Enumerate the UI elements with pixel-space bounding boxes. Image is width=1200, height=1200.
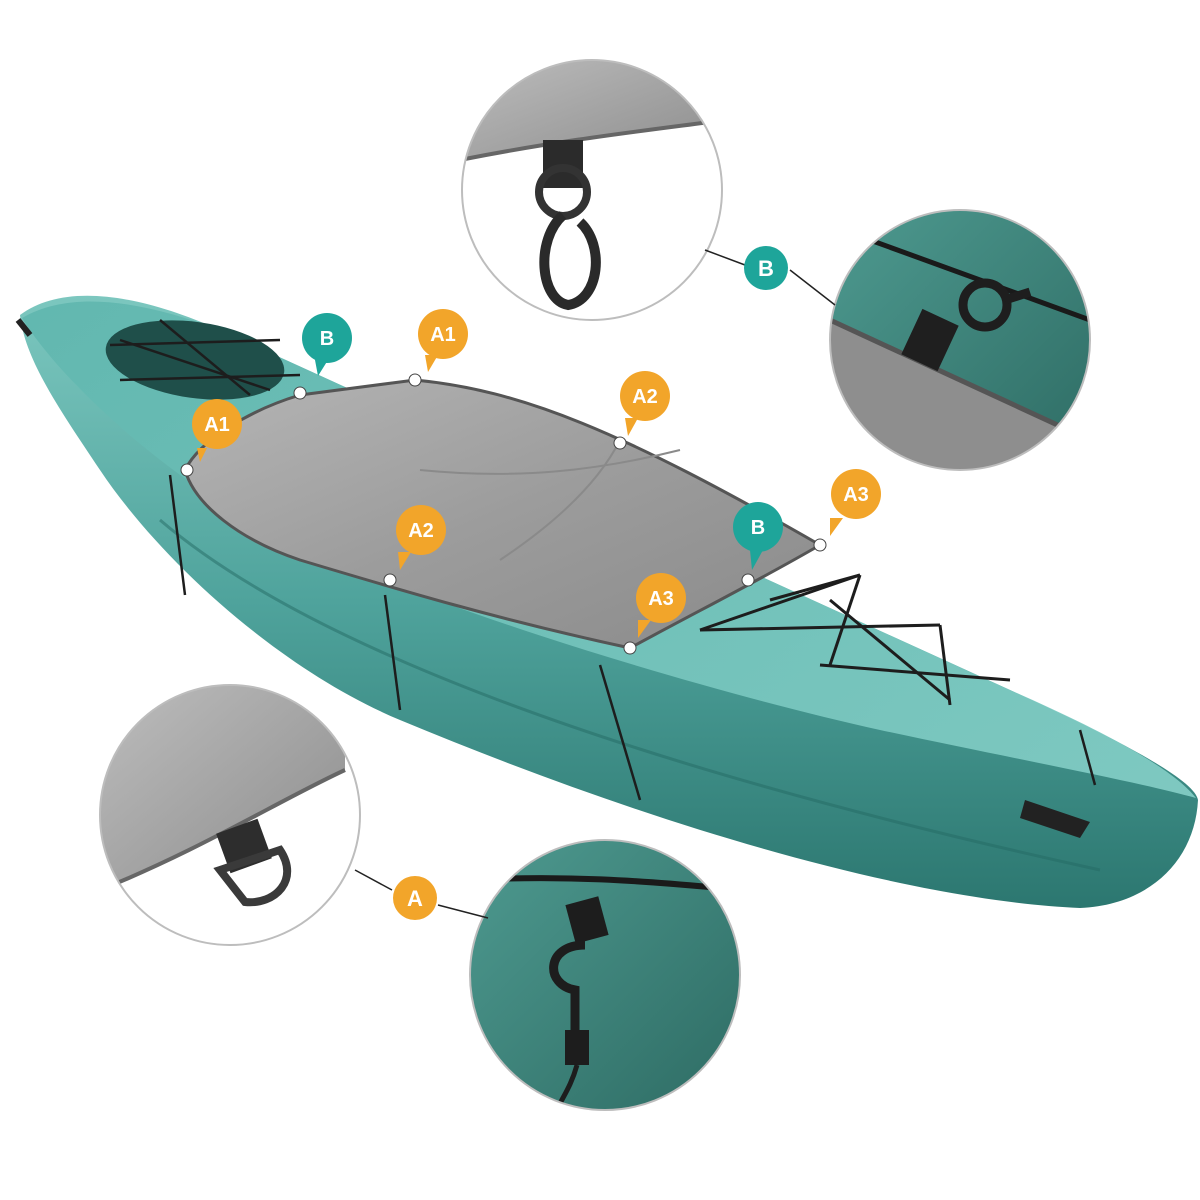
cover-fold-line: [419, 449, 681, 475]
point-a1-top: [408, 373, 422, 387]
attachment-points: [180, 373, 827, 655]
pin-a3-bottom: A3: [636, 573, 686, 638]
front-bungee-net: [109, 319, 301, 396]
pin-b-right-label: B: [751, 517, 765, 539]
callout-b-label: B: [758, 256, 774, 281]
side-cords: [168, 474, 1097, 801]
kayak-shadow-line: [159, 518, 1101, 872]
pin-a1-top-label: A1: [430, 324, 456, 346]
pin-b-top-label: B: [320, 328, 334, 350]
pin-a3-right-label: A3: [843, 484, 869, 506]
pin-a1-left-label: A1: [204, 414, 230, 436]
pin-a2-bottom: A2: [396, 505, 446, 570]
pin-b-right: B: [733, 502, 783, 570]
inset-d-ring-closeup: [99, 684, 361, 946]
point-a3-bottom: [623, 641, 637, 655]
pin-a2-top: A2: [620, 371, 670, 436]
point-a2-top: [613, 436, 627, 450]
pin-a3-right: A3: [830, 469, 881, 536]
inset-hook-on-kayak: [469, 839, 741, 1111]
inset-swivel-hook-closeup: [461, 59, 723, 321]
inset-swivel-hook-on-kayak: [829, 209, 1091, 471]
pin-a3-bottom-label: A3: [648, 588, 674, 610]
point-b-right: [741, 573, 755, 587]
pin-a2-top-label: A2: [632, 386, 658, 408]
point-a2-bottom: [383, 573, 397, 587]
point-b-top: [293, 386, 307, 400]
bow-handle: [15, 318, 33, 337]
point-a1-left: [180, 463, 194, 477]
pin-a1-top: A1: [418, 309, 468, 372]
pin-a1-left: A1: [192, 399, 242, 462]
pin-b-top: B: [302, 313, 352, 376]
point-a3-right: [813, 538, 827, 552]
stern-handle: [1020, 800, 1090, 838]
rear-bungee-cords: [699, 573, 1011, 706]
cover-fold-line-2: [499, 439, 621, 561]
callout-a: A: [354, 869, 489, 920]
callout-a-label: A: [407, 886, 423, 911]
callout-b: B: [704, 246, 836, 306]
pin-a2-bottom-label: A2: [408, 520, 434, 542]
